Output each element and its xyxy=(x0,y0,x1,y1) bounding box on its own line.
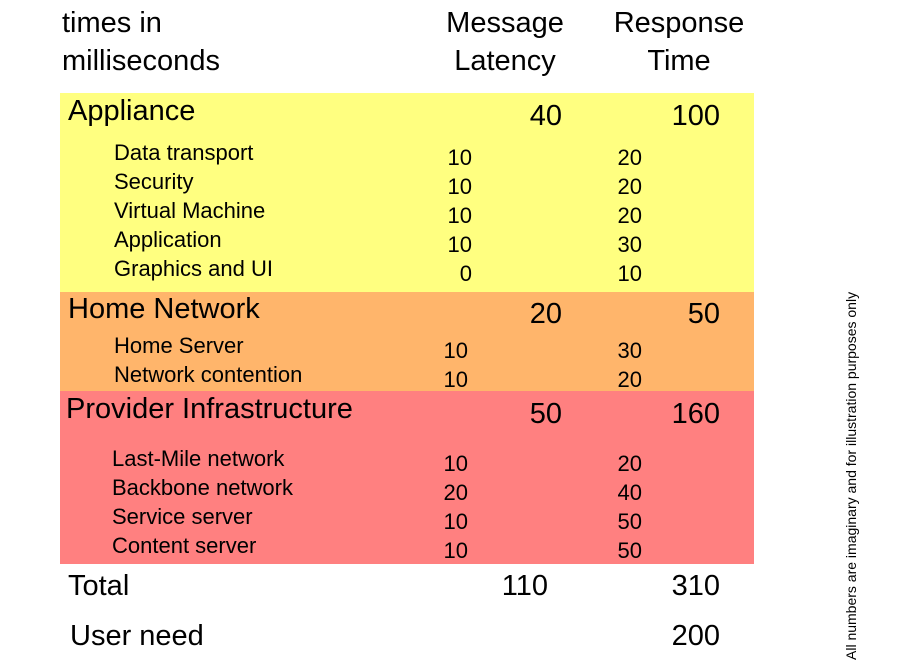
item-name: Home Server xyxy=(114,333,244,358)
table-row: Virtual Machine 10 20 xyxy=(60,198,754,228)
item-response: 20 xyxy=(617,145,642,170)
item-latency: 10 xyxy=(447,232,472,257)
group-name: Provider Infrastructure xyxy=(66,393,353,425)
item-response: 20 xyxy=(617,174,642,199)
item-latency: 10 xyxy=(443,538,468,563)
item-name: Content server xyxy=(112,533,257,558)
table-row: Service server 10 50 xyxy=(60,504,754,534)
item-response: 20 xyxy=(617,203,642,228)
item-response: 20 xyxy=(617,367,642,392)
home-network-band: Home Network 20 50 Home Server 10 30 Net… xyxy=(60,292,754,392)
item-response: 30 xyxy=(617,232,642,257)
item-latency: 10 xyxy=(443,509,468,534)
item-response: 50 xyxy=(617,509,642,534)
appliance-band: Appliance 40 100 Data transport 10 20 Se… xyxy=(60,93,754,292)
item-name: Graphics and UI xyxy=(114,256,273,281)
group-latency: 50 xyxy=(529,398,562,430)
total-response: 310 xyxy=(671,570,720,602)
item-name: Security xyxy=(114,169,194,194)
group-response: 160 xyxy=(671,398,720,430)
group-name: Home Network xyxy=(68,293,260,325)
item-response: 10 xyxy=(617,261,642,286)
item-name: Last-Mile network xyxy=(112,446,285,471)
table-row: Security 10 20 xyxy=(60,169,754,199)
header-response: Response Time xyxy=(613,7,745,77)
item-name: Backbone network xyxy=(112,475,293,500)
item-response: 20 xyxy=(617,451,642,476)
table-row: Network contention 10 20 xyxy=(60,362,754,392)
table-row: Backbone network 20 40 xyxy=(60,475,754,505)
group-row-provider-infrastructure: Provider Infrastructure 50 160 xyxy=(60,391,754,430)
group-latency: 20 xyxy=(529,298,562,330)
group-response: 50 xyxy=(687,298,720,330)
provider-infrastructure-band: Provider Infrastructure 50 160 Last-Mile… xyxy=(60,391,754,564)
item-name: Virtual Machine xyxy=(114,198,266,223)
header-label: times in milliseconds xyxy=(62,7,220,77)
item-latency: 10 xyxy=(443,338,468,363)
item-latency: 10 xyxy=(447,174,472,199)
item-name: Data transport xyxy=(114,140,254,165)
user-need-response: 200 xyxy=(671,620,720,652)
group-row-appliance: Appliance 40 100 xyxy=(60,93,754,132)
item-latency: 10 xyxy=(443,451,468,476)
item-name: Service server xyxy=(112,504,253,529)
item-response: 40 xyxy=(617,480,642,505)
item-name: Application xyxy=(114,227,222,252)
table-row: Graphics and UI 0 10 xyxy=(60,256,754,286)
item-latency: 0 xyxy=(459,261,472,286)
item-latency: 10 xyxy=(447,145,472,170)
disclaimer-note: All numbers are imaginary and for illust… xyxy=(843,291,859,660)
group-name: Appliance xyxy=(68,95,196,127)
item-response: 30 xyxy=(617,338,642,363)
table-row: Data transport 10 20 xyxy=(60,140,754,170)
group-row-home-network: Home Network 20 50 xyxy=(60,292,754,330)
table-row: Content server 10 50 xyxy=(60,533,754,563)
table-row: Application 10 30 xyxy=(60,227,754,257)
item-response: 50 xyxy=(617,538,642,563)
table-row: Home Server 10 30 xyxy=(60,333,754,363)
item-name: Network contention xyxy=(114,362,303,387)
group-response: 100 xyxy=(671,100,720,132)
header-latency: Message Latency xyxy=(446,7,564,77)
group-latency: 40 xyxy=(529,100,562,132)
table-row: Last-Mile network 10 20 xyxy=(60,446,754,476)
total-label: Total xyxy=(68,570,130,602)
total-latency: 110 xyxy=(501,570,548,602)
item-latency: 10 xyxy=(447,203,472,228)
user-need-label: User need xyxy=(70,620,204,652)
item-latency: 20 xyxy=(443,480,468,505)
item-latency: 10 xyxy=(443,367,468,392)
